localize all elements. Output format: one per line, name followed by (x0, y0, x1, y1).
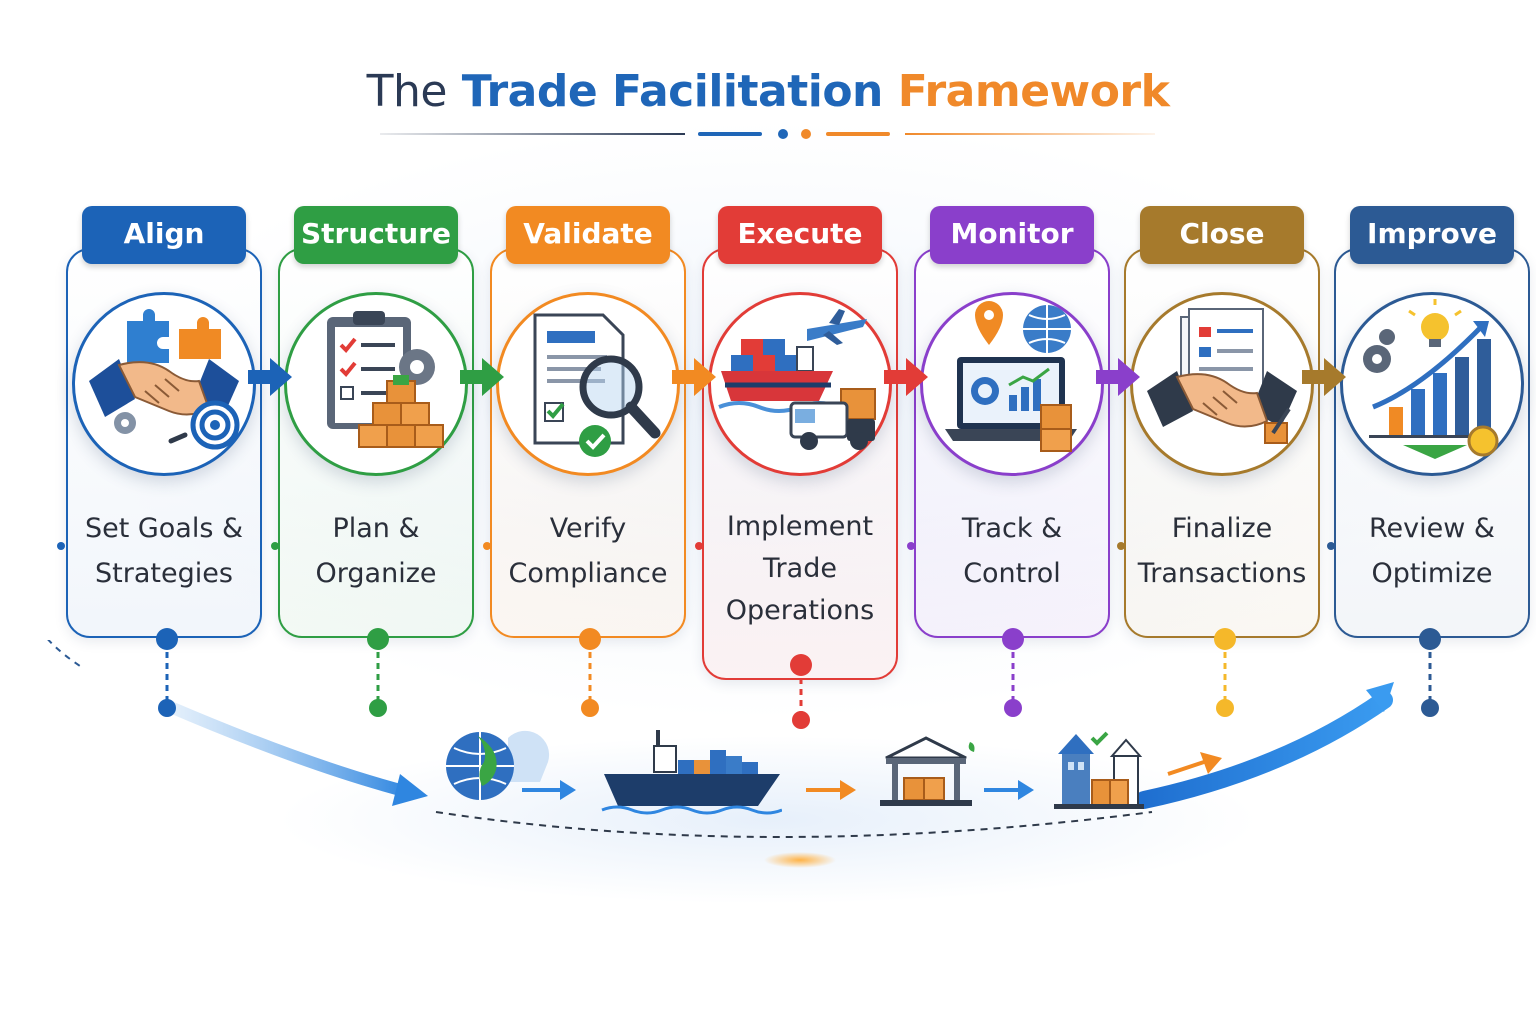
stage-description: Finalize Transactions (1124, 506, 1320, 596)
stage-description: Plan & Organize (278, 506, 474, 596)
stage-description: Track & Control (914, 506, 1110, 596)
stage-icon-circle (1340, 292, 1524, 476)
ship-plane-truck-icon (718, 309, 876, 450)
drop-connector (156, 628, 178, 717)
drop-connector (790, 654, 812, 729)
description-line: Set Goals & (84, 513, 244, 544)
connector-dot (483, 542, 491, 550)
drop-connector (1214, 628, 1236, 717)
title-part-trade-facilitation: Trade Facilitation (461, 66, 884, 117)
stage-icon-circle (1130, 292, 1314, 476)
description-line: Track & (961, 513, 1063, 544)
description-line: Operations (725, 595, 875, 626)
page-title: The Trade Facilitation Framework (0, 66, 1536, 117)
arrow-right-icon (1302, 358, 1346, 396)
stage-icon-circle (920, 292, 1104, 476)
stage-icon-circle (72, 292, 256, 476)
arrow-right-icon (672, 358, 716, 396)
description-line: Optimize (1371, 558, 1493, 589)
laptop-dashboard-location-icon (945, 301, 1077, 452)
title-part-framework: Framework (897, 66, 1170, 117)
handshake-puzzle-target-icon (89, 309, 240, 450)
connector-dot (1327, 542, 1335, 550)
warehouse-icon (1054, 731, 1144, 809)
drop-connector (579, 628, 601, 717)
drop-connector (1419, 628, 1441, 717)
arrow-right-icon (1096, 358, 1140, 396)
arrow-right-icon (248, 358, 292, 396)
clipboard-checklist-boxes-icon (327, 311, 444, 448)
drop-connector (367, 628, 389, 717)
description-line: Review & (1369, 513, 1495, 544)
stage-icon-circle (284, 292, 468, 476)
connector-dot (1117, 542, 1125, 550)
description-line: Trade (763, 553, 837, 584)
connector-dot (57, 542, 65, 550)
stage-description: Implement Trade Operations (702, 506, 898, 632)
customs-building-icon (880, 736, 975, 806)
document-magnifier-check-icon (533, 313, 661, 457)
description-line: Transactions (1137, 558, 1307, 589)
stage-structure: Structure Plan & Organize (278, 206, 474, 638)
stage-align: Align Set Goals & Strategies (66, 206, 262, 638)
description-line: Verify (549, 513, 627, 544)
growth-chart-lightbulb-icon (1363, 299, 1499, 459)
stage-icon-circle (708, 292, 892, 476)
cargo-ship-icon (601, 730, 782, 815)
stage-tab-improve: Improve (1350, 206, 1514, 264)
stage-execute: Execute Implement Trade Operations (702, 206, 898, 680)
stage-tab-structure: Structure (294, 206, 458, 264)
stage-description: Review & Optimize (1334, 506, 1530, 596)
stage-tab-close: Close (1140, 206, 1304, 264)
description-line: Control (963, 558, 1061, 589)
description-line: Implement (726, 511, 874, 542)
stage-tab-validate: Validate (506, 206, 670, 264)
description-line: Finalize (1171, 513, 1273, 544)
stage-monitor: Monitor Track & Control (914, 206, 1110, 638)
trade-journey-path (47, 640, 1394, 868)
stage-tab-execute: Execute (718, 206, 882, 264)
stage-tab-align: Align (82, 206, 246, 264)
stage-icon-circle (496, 292, 680, 476)
title-part-the: The (366, 66, 448, 117)
description-line: Compliance (508, 558, 668, 589)
stage-tab-monitor: Monitor (930, 206, 1094, 264)
documents-handshake-icon (1147, 308, 1297, 444)
stage-validate: Validate Verify Compliance (490, 206, 686, 638)
drop-connector (1002, 628, 1024, 717)
description-line: Strategies (95, 558, 233, 589)
title-underline-decoration (380, 129, 1155, 139)
arrow-right-icon (460, 358, 504, 396)
arrow-right-icon (884, 358, 928, 396)
stage-improve: Improve Review & Optimize (1334, 206, 1530, 638)
connector-dot (271, 542, 279, 550)
connector-dot (907, 542, 915, 550)
description-line: Plan & (332, 513, 420, 544)
description-line: Organize (315, 558, 437, 589)
stage-description: Set Goals & Strategies (66, 506, 262, 596)
globe-icon (446, 730, 550, 800)
stage-description: Verify Compliance (490, 506, 686, 596)
connector-dot (695, 542, 703, 550)
stage-close: Close Finalize Transactions (1124, 206, 1320, 638)
